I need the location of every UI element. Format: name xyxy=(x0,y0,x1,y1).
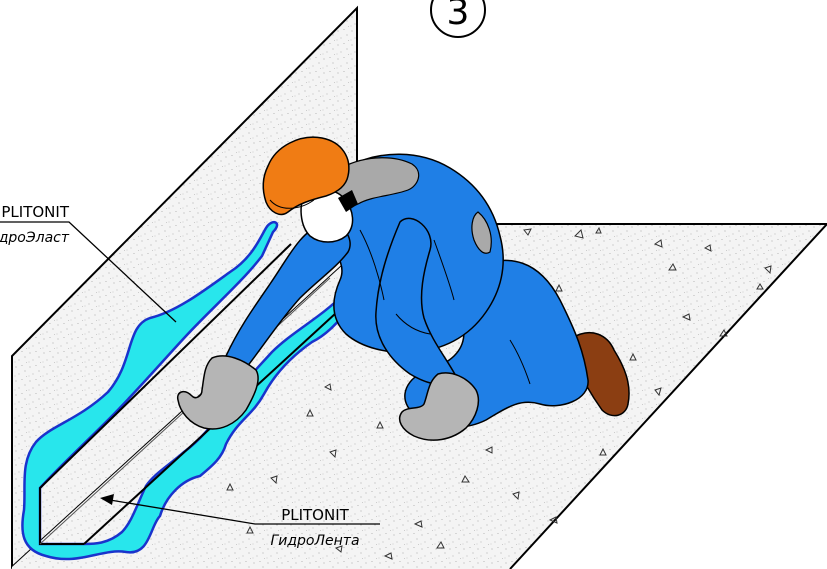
label-bottom-line2: ГидроЛента xyxy=(270,533,359,549)
label-top-line2: ГидроЭласт xyxy=(0,230,70,246)
label-bottom-line1: PLITONIT xyxy=(281,506,349,524)
label-top-line1: PLITONIT xyxy=(1,203,69,221)
step-number-circle: 3 xyxy=(431,0,485,37)
step-number: 3 xyxy=(447,0,470,33)
